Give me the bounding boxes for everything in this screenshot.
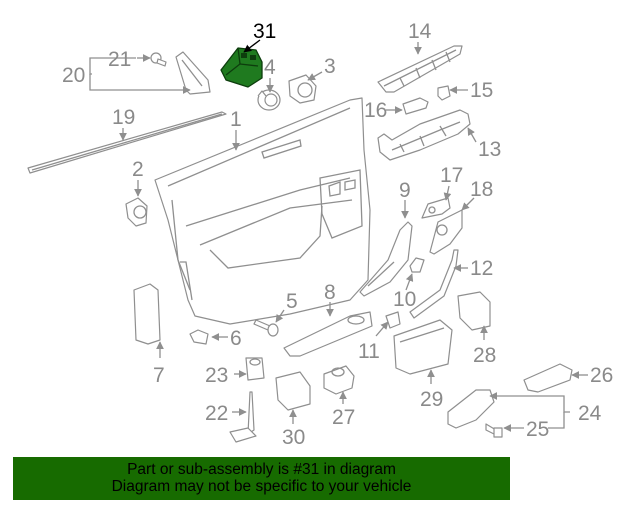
callout-30[interactable]: 30: [282, 426, 305, 449]
part-10-clip[interactable]: [409, 257, 425, 273]
part-3-speaker-bracket[interactable]: [288, 74, 317, 104]
notice-disclaimer: Diagram may not be specific to your vehi…: [111, 478, 412, 495]
callout-11[interactable]: 11: [358, 340, 380, 363]
callout-22[interactable]: 22: [205, 402, 228, 425]
part-30-switch[interactable]: [275, 371, 311, 411]
callout-20[interactable]: 20: [62, 64, 85, 87]
callout-14[interactable]: 14: [408, 20, 432, 43]
callout-13[interactable]: 13: [478, 138, 501, 161]
part-8-pull-handle[interactable]: [283, 311, 373, 357]
callout-1[interactable]: 1: [230, 108, 242, 131]
callout-7[interactable]: 7: [153, 364, 165, 387]
part-24-lamp-housing[interactable]: [447, 389, 495, 429]
callout-9[interactable]: 9: [399, 179, 411, 202]
callout-15[interactable]: 15: [470, 79, 493, 102]
leader-lines: [89, 39, 588, 432]
parts-diagram: 1 2 3 4 5 6 7 8 9 10 11 12 13 14 15 16 1…: [27, 20, 613, 449]
part-7-panel-insulator[interactable]: [133, 283, 161, 345]
callout-25[interactable]: 25: [526, 418, 549, 441]
part-6-clip[interactable]: [189, 329, 209, 345]
part-2-speaker-bracket[interactable]: [125, 197, 148, 227]
part-15-clip[interactable]: [437, 85, 451, 101]
callout-4[interactable]: 4: [264, 56, 276, 79]
part-5-screw[interactable]: [253, 319, 279, 337]
part-22-pin[interactable]: [229, 391, 257, 443]
part-18-trim-cover[interactable]: [429, 209, 463, 255]
callout-26[interactable]: 26: [590, 364, 613, 387]
callout-27[interactable]: 27: [332, 406, 355, 429]
part-9-handle-trim[interactable]: [359, 221, 413, 297]
part-21-screw[interactable]: [150, 52, 167, 67]
callout-28[interactable]: 28: [473, 344, 496, 367]
callout-16[interactable]: 16: [364, 99, 387, 122]
part-14-switch-panel[interactable]: [377, 45, 463, 93]
part-4-grommet[interactable]: [257, 89, 281, 111]
callout-31[interactable]: 31: [253, 20, 276, 43]
callout-17[interactable]: 17: [440, 164, 463, 187]
part-16-insert[interactable]: [402, 97, 429, 115]
part-13-armrest-bracket[interactable]: [377, 109, 471, 161]
callout-23[interactable]: 23: [205, 364, 228, 387]
notice-part-reference: Part or sub-assembly is #31 in diagram: [127, 461, 396, 478]
callout-8[interactable]: 8: [324, 281, 336, 304]
callout-12[interactable]: 12: [470, 257, 493, 280]
part-20-mirror-cover[interactable]: [175, 51, 211, 95]
part-23-clip[interactable]: [245, 357, 265, 381]
part-12-trim-strip[interactable]: [409, 249, 459, 319]
part-11-clip[interactable]: [385, 311, 401, 329]
callout-3[interactable]: 3: [324, 55, 336, 78]
diagram-notice-banner: Part or sub-assembly is #31 in diagram D…: [13, 457, 510, 500]
part-1-door-trim-panel[interactable]: [154, 97, 371, 325]
part-26-handle-housing[interactable]: [523, 363, 573, 393]
part-17-switch-bezel[interactable]: [421, 197, 451, 219]
callout-labels: 1 2 3 4 5 6 7 8 9 10 11 12 13 14 15 16 1…: [62, 20, 613, 449]
callout-18[interactable]: 18: [470, 178, 493, 201]
callout-24[interactable]: 24: [578, 402, 602, 425]
callout-19[interactable]: 19: [112, 106, 135, 129]
part-28-switch[interactable]: [457, 291, 491, 331]
part-31-switch-highlighted[interactable]: [220, 47, 263, 88]
callout-10[interactable]: 10: [393, 288, 416, 311]
callout-2[interactable]: 2: [132, 158, 144, 181]
callout-21[interactable]: 21: [108, 48, 131, 71]
part-19-window-seal-strip[interactable]: [27, 111, 227, 174]
callout-5[interactable]: 5: [286, 290, 298, 313]
callout-6[interactable]: 6: [230, 327, 242, 350]
part-27-mirror-switch[interactable]: [323, 365, 355, 395]
part-29-window-switch[interactable]: [393, 319, 453, 375]
part-25-bulb[interactable]: [485, 423, 503, 438]
callout-29[interactable]: 29: [420, 388, 443, 411]
